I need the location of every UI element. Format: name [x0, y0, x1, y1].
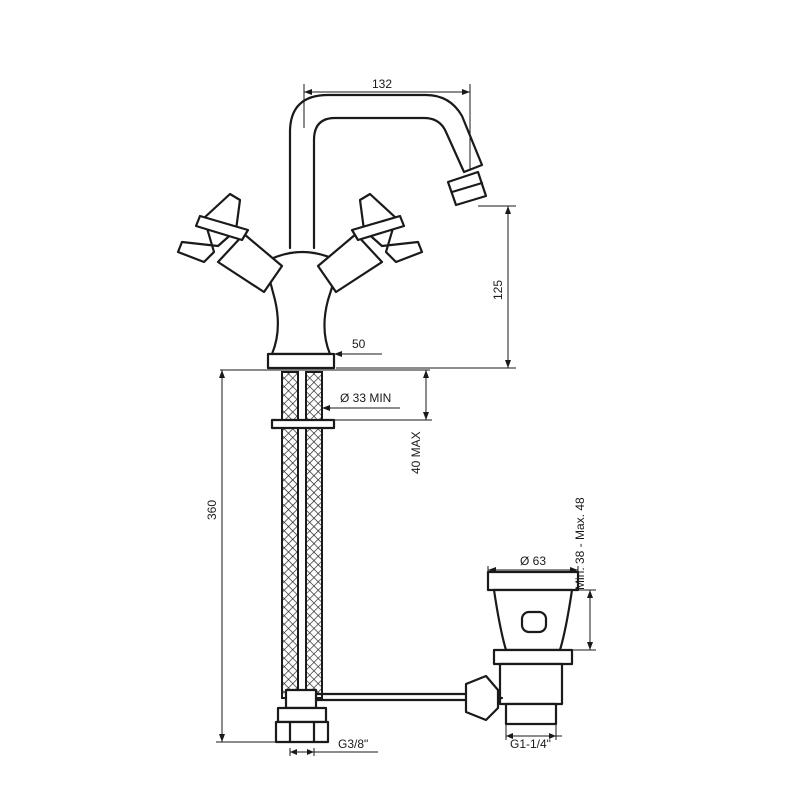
waste-thread-label: G1-1/4"	[510, 737, 551, 751]
dim-spout-height: 125	[336, 205, 516, 369]
dim-waste-diameter: Ø 63	[487, 554, 579, 573]
dim-waste-range: Min. 38 - Max. 48	[572, 497, 596, 651]
faucet-body	[263, 250, 342, 356]
spout	[288, 93, 484, 250]
waste-lever-knob	[464, 674, 500, 722]
faucet-drawing	[176, 93, 488, 370]
waste-diameter-label: Ø 63	[520, 554, 546, 568]
faucet-base	[266, 352, 336, 370]
base-diameter-label: 50	[352, 337, 366, 351]
spout-height-label: 125	[491, 280, 505, 300]
left-handle-arm	[216, 232, 284, 294]
dim-waste-thread: G1-1/4"	[505, 724, 562, 751]
overall-height-label: 360	[205, 500, 219, 520]
waste-range-label: Min. 38 - Max. 48	[573, 497, 587, 590]
dim-base-diameter: 50	[334, 337, 382, 357]
dim-deck-thickness: 40 MAX	[334, 370, 432, 474]
pop-up-waste	[464, 570, 580, 726]
supply-hoses	[270, 371, 474, 744]
deck-thickness-label: 40 MAX	[409, 431, 423, 474]
inlet-thread-label: G3/8"	[338, 737, 368, 751]
dim-inlet-thread: G3/8"	[289, 737, 378, 756]
right-handle-arm	[316, 232, 384, 294]
dim-spout-reach: 132	[303, 77, 471, 170]
spout-reach-label: 132	[372, 77, 392, 91]
dim-hole-diameter: Ø 33 MIN	[220, 369, 430, 411]
dim-overall-height: 360	[205, 370, 278, 743]
hole-diameter-label: Ø 33 MIN	[340, 391, 391, 405]
